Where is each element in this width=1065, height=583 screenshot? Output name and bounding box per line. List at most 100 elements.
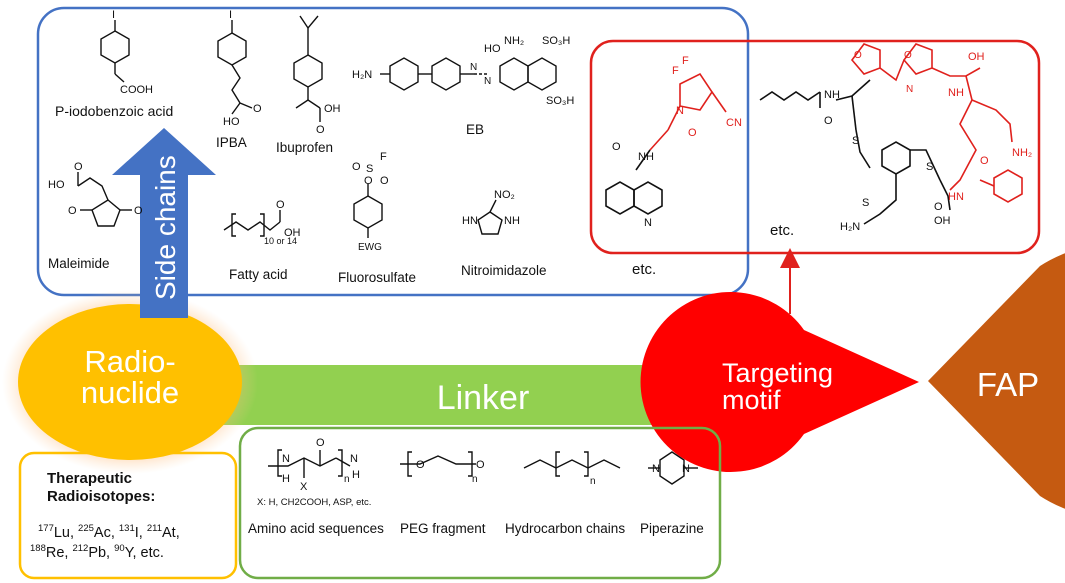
structure-ipba: I O HO (217, 9, 262, 128)
structure-fluorosulfate: F O S O O EWG (352, 151, 389, 253)
targeting-motif-label: Targeting motif (722, 358, 834, 415)
radionuclide-label: Radio- nuclide (80, 344, 180, 410)
svg-text:S: S (926, 161, 933, 173)
svg-text:OH: OH (968, 51, 985, 63)
svg-text:n: n (344, 474, 350, 485)
svg-text:O: O (416, 459, 425, 471)
iso-pb: Pb, (88, 544, 115, 561)
linker-label: Linker (437, 379, 530, 417)
svg-text:O: O (854, 50, 862, 61)
structure-cyclic-peptide: O NH S S S H₂N O OH (759, 79, 951, 233)
svg-text:SO₃H: SO₃H (546, 95, 574, 107)
iso-at-mass: 211 (146, 523, 162, 534)
fap-shape (928, 253, 1065, 509)
svg-text:I: I (112, 9, 115, 21)
svg-text:EWG: EWG (358, 242, 382, 253)
svg-text:H: H (352, 469, 360, 481)
label-piba: P-iodobenzoic acid (55, 103, 174, 119)
label-nitroimidazole: Nitroimidazole (461, 263, 547, 278)
svg-text:HO: HO (48, 179, 65, 191)
iso-re: Re, (45, 544, 73, 561)
structure-hydrocarbon: n (523, 451, 621, 487)
label-eb: EB (466, 122, 485, 137)
isotopes-box (18, 451, 238, 580)
svg-text:HN: HN (948, 191, 964, 203)
svg-text:S: S (366, 163, 373, 175)
side-chains-arrow-label: Side chains (150, 155, 181, 300)
svg-text:n: n (590, 476, 596, 487)
svg-text:O: O (364, 175, 373, 187)
label-amino: Amino acid sequences (248, 521, 384, 536)
svg-text:COOH: COOH (120, 84, 153, 96)
isotopes-line-2: 188Re, 212Pb, 90Y, etc. (30, 543, 164, 561)
iso-lu-mass: 177 (38, 523, 54, 534)
svg-text:O: O (134, 205, 143, 217)
label-hydro: Hydrocarbon chains (505, 521, 626, 536)
isotopes-title: Therapeutic Radioisotopes: (47, 470, 156, 505)
svg-text:NH: NH (638, 151, 654, 163)
svg-text:NH: NH (948, 87, 964, 99)
label-peg: PEG fragment (400, 521, 486, 536)
svg-text:H₂N: H₂N (840, 221, 860, 233)
structure-piperazine: N N (648, 451, 698, 485)
svg-text:HN: HN (462, 215, 478, 227)
svg-text:NO₂: NO₂ (494, 189, 515, 201)
svg-text:NH₂: NH₂ (504, 35, 524, 47)
targeting-motifs-box (589, 39, 1041, 255)
svg-text:O: O (68, 205, 77, 217)
iso-i: I, (134, 524, 147, 541)
svg-text:F: F (672, 65, 679, 77)
svg-text:X: X (300, 481, 308, 493)
svg-text:O: O (316, 124, 325, 136)
svg-text:N: N (282, 453, 290, 465)
svg-text:NH₂: NH₂ (1012, 147, 1032, 159)
svg-text:CN: CN (726, 117, 742, 129)
structure-ibuprofen: OH O (293, 15, 341, 136)
svg-text:O: O (253, 103, 262, 115)
radionuclide-circle (18, 304, 242, 460)
structure-maleimide: HO O O O (48, 161, 143, 227)
label-maleimide: Maleimide (48, 256, 110, 271)
svg-text:N: N (484, 76, 491, 87)
svg-text:O: O (380, 175, 389, 187)
label-fluorosulfate: Fluorosulfate (338, 270, 417, 285)
svg-text:I: I (229, 9, 232, 21)
side-chains-arrow (112, 128, 216, 318)
side-chain-structures: I COOH I O HO OH O (48, 9, 574, 253)
linker-types-box (238, 426, 722, 580)
iso-y-mass: 90 (114, 543, 125, 554)
svg-text:N: N (350, 453, 358, 465)
iso-y: Y, etc. (124, 544, 164, 561)
svg-text:O: O (688, 127, 697, 139)
svg-text:NH: NH (824, 89, 840, 101)
label-side-etc: etc. (632, 261, 657, 278)
svg-text:OH: OH (934, 215, 951, 227)
svg-text:N: N (652, 463, 660, 475)
svg-text:SO₃H: SO₃H (542, 35, 570, 47)
iso-i-mass: 131 (118, 523, 135, 534)
side-chains-box (36, 6, 750, 297)
label-targeting-etc: etc. (770, 222, 795, 239)
svg-text:O: O (612, 141, 621, 153)
svg-text:S: S (852, 135, 859, 147)
label-amino-note: X: H, CH2COOH, ASP, etc. (257, 497, 372, 508)
structure-peg: O n O (400, 451, 485, 485)
structure-eb: H₂N HO NH₂ SO₃H SO₃H N N (352, 35, 574, 107)
svg-text:N: N (682, 463, 690, 475)
structure-nitroimidazole: NO₂ HN NH (462, 189, 520, 235)
svg-text:HO: HO (484, 43, 501, 55)
svg-text:O: O (316, 437, 325, 449)
svg-text:H₂N: H₂N (352, 69, 372, 81)
structure-quinoline: NH O N (605, 141, 663, 229)
structure-fatty: 10 or 14 OH O (223, 199, 301, 246)
svg-text:NH: NH (504, 215, 520, 227)
svg-text:HO: HO (223, 116, 240, 128)
label-ipba: IPBA (216, 135, 247, 150)
svg-text:O: O (352, 161, 361, 173)
iso-lu: Lu, (53, 524, 79, 541)
linker-structures: H N O X n N H O n O n N N (268, 437, 698, 493)
svg-text:O: O (824, 115, 833, 127)
structure-amino-acid: H N O X n N H (268, 437, 360, 493)
label-fatty: Fatty acid (229, 267, 288, 282)
